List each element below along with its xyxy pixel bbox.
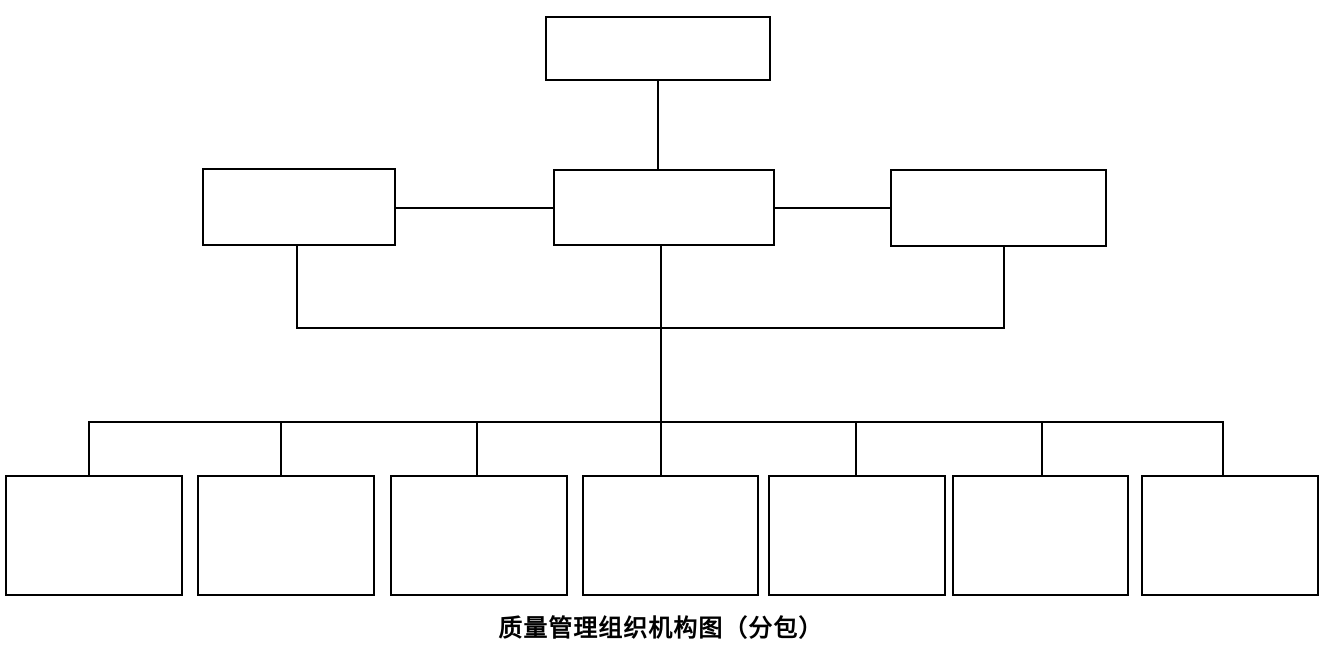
connector-left-to-center — [395, 207, 554, 209]
connector-drop-6 — [1041, 421, 1043, 477]
connector-drop-5 — [855, 421, 857, 477]
org-box-bottom-3 — [390, 475, 568, 596]
connector-left-drop — [296, 245, 298, 329]
connector-top-to-center — [657, 80, 659, 170]
org-box-bottom-2 — [197, 475, 375, 596]
org-box-middle-right — [890, 169, 1107, 247]
connector-center-to-right — [774, 207, 891, 209]
connector-drop-3 — [476, 421, 478, 477]
org-box-bottom-4 — [582, 475, 759, 596]
connector-right-drop — [1003, 246, 1005, 329]
org-box-middle-center — [553, 169, 775, 246]
org-box-middle-left — [202, 168, 396, 246]
connector-drop-1 — [88, 421, 90, 477]
connector-center-vertical — [660, 246, 662, 423]
org-box-bottom-7 — [1141, 475, 1319, 596]
connector-distribution-rail — [88, 421, 1224, 423]
connector-drop-7 — [1222, 421, 1224, 477]
org-box-bottom-6 — [952, 475, 1129, 596]
connector-drop-4 — [660, 421, 662, 477]
org-box-bottom-1 — [5, 475, 183, 596]
org-box-bottom-5 — [768, 475, 946, 596]
connector-drop-2 — [280, 421, 282, 477]
org-box-top — [545, 16, 771, 81]
connector-bracket-horizontal — [296, 327, 1005, 329]
diagram-caption: 质量管理组织机构图（分包） — [498, 616, 824, 642]
